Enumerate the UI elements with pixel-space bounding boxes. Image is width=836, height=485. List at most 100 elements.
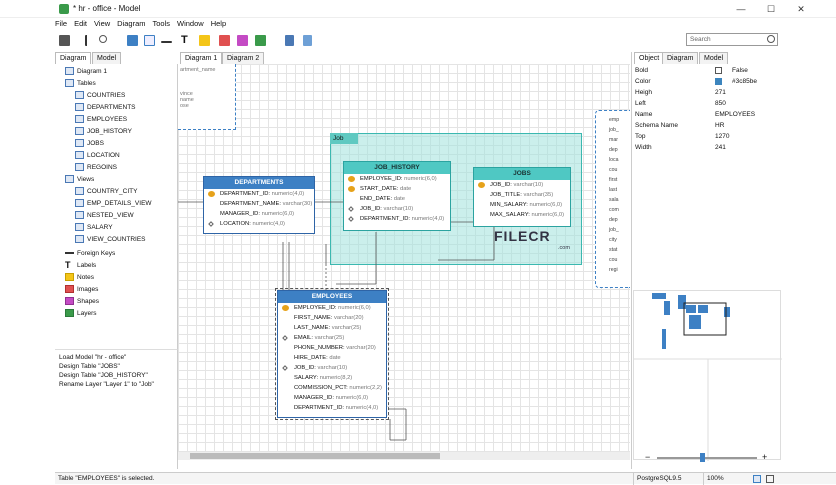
partial-entity[interactable]: artment_name vince name ose	[178, 64, 236, 130]
scrollbar-thumb[interactable]	[190, 453, 440, 459]
column-row[interactable]: JOB_ID: varchar(10)	[278, 363, 386, 373]
column-row[interactable]: EMAIL: varchar(25)	[278, 333, 386, 343]
menu-window[interactable]: Window	[177, 19, 204, 28]
tree-item-salary[interactable]: SALARY	[75, 222, 113, 233]
save-icon[interactable]	[59, 35, 70, 46]
tree-item-view-countries[interactable]: VIEW_COUNTRIES	[75, 234, 146, 245]
column-row[interactable]: MANAGER_ID: numeric(6,0)	[294, 395, 369, 401]
zoom-in-button[interactable]: +	[762, 452, 768, 462]
view-tool-icon[interactable]	[144, 35, 155, 46]
tree-item-job-history[interactable]: JOB_HISTORY	[75, 126, 132, 137]
diagram-canvas[interactable]: artment_name vince name ose Job FILECR .…	[178, 64, 630, 460]
menu-help[interactable]: Help	[210, 19, 227, 28]
tree-item-diagram-1[interactable]: Diagram 1	[65, 66, 107, 77]
column-row[interactable]: EMPLOYEE_ID: numeric(6,0)	[344, 174, 450, 184]
entity-employees[interactable]: EMPLOYEES EMPLOYEE_ID: numeric(6,0) FIRS…	[275, 288, 389, 420]
tree-item-notes[interactable]: Notes	[65, 272, 94, 283]
column-row[interactable]: JOB_ID: varchar(10)	[474, 180, 570, 190]
tab-object[interactable]: Object	[634, 52, 665, 64]
hand-icon[interactable]	[99, 35, 107, 43]
tab-diagram-left[interactable]: Diagram	[55, 52, 92, 64]
tree-item-jobs[interactable]: JOBS	[75, 138, 104, 149]
minimize-button[interactable]: —	[736, 4, 746, 14]
column-row[interactable]: DEPARTMENT_ID: numeric(4,0)	[344, 214, 450, 224]
tree-item-views[interactable]: Views	[65, 174, 94, 185]
pointer-icon[interactable]	[85, 35, 91, 46]
table-tool-icon[interactable]	[127, 35, 138, 46]
close-button[interactable]: ✕	[797, 4, 805, 14]
layer-tool-icon[interactable]	[255, 35, 266, 46]
horizontal-scrollbar[interactable]	[178, 452, 630, 460]
column-row[interactable]: START_DATE: date	[344, 184, 450, 194]
zoom-slider[interactable]	[657, 457, 757, 459]
tree-item-location[interactable]: LOCATION	[75, 150, 120, 161]
menu-tools[interactable]: Tools	[152, 19, 171, 28]
tree-item-tables[interactable]: Tables	[65, 78, 96, 89]
relation-tool-icon[interactable]	[161, 41, 172, 43]
split-view-icon[interactable]	[766, 475, 774, 483]
tree-item-layers[interactable]: Layers	[65, 308, 97, 319]
view-mode-icon[interactable]	[753, 475, 761, 483]
maximize-button[interactable]: ☐	[766, 4, 776, 14]
tab-model-right[interactable]: Model	[699, 52, 729, 64]
tab-diagram-1[interactable]: Diagram 1	[180, 52, 223, 64]
zoom-out-button[interactable]: −	[645, 452, 651, 462]
column-row[interactable]: JOB_TITLE: varchar(35)	[490, 192, 554, 198]
column-row[interactable]: EMPLOYEE_ID: numeric(6,0)	[278, 303, 386, 313]
tree-item-images[interactable]: Images	[65, 284, 98, 295]
tab-model-left[interactable]: Model	[92, 52, 122, 64]
column-row[interactable]: END_DATE: date	[360, 196, 406, 202]
column-row[interactable]: SALARY: numeric(8,2)	[294, 375, 353, 381]
column-row[interactable]: MIN_SALARY: numeric(6,0)	[490, 202, 563, 208]
tree-item-emp-details-view[interactable]: EMP_DETAILS_VIEW	[75, 198, 152, 209]
search-input[interactable]: Search	[686, 33, 778, 46]
column-row[interactable]: HIRE_DATE: date	[294, 355, 341, 361]
tree-item-countries[interactable]: COUNTRIES	[75, 90, 125, 101]
column-row[interactable]: PHONE_NUMBER: varchar(20)	[294, 345, 376, 351]
column-row[interactable]: COMMISSION_PCT: numeric(2,2)	[294, 385, 382, 391]
minimap[interactable]	[633, 290, 782, 461]
menu-diagram[interactable]: Diagram	[117, 19, 146, 28]
column-row[interactable]: LOCATION: numeric(4,0)	[204, 219, 314, 229]
column-row[interactable]: DEPARTMENT_ID: numeric(4,0)	[204, 189, 314, 199]
zoom-slider-thumb[interactable]	[700, 453, 705, 462]
shape-tool-icon[interactable]	[237, 35, 248, 46]
tree-item-shapes[interactable]: Shapes	[65, 296, 99, 307]
tree-item-regoins[interactable]: REGOINS	[75, 162, 117, 173]
note-tool-icon[interactable]	[199, 35, 210, 46]
checkbox[interactable]	[715, 67, 722, 74]
label-tool-icon[interactable]: T	[181, 34, 188, 46]
tree-item-employees[interactable]: EMPLOYEES	[75, 114, 127, 125]
entity-jobs[interactable]: JOBS JOB_ID: varchar(10) JOB_TITLE: varc…	[473, 167, 571, 227]
column-row[interactable]: MAX_SALARY: numeric(6,0)	[490, 212, 565, 218]
column-row[interactable]: DEPARTMENT_NAME: varchar(30)	[220, 201, 313, 207]
tree-item-departments[interactable]: DEPARTMENTS	[75, 102, 136, 113]
tree-item-foreign-keys[interactable]: Foreign Keys	[65, 248, 115, 259]
column-row[interactable]: LAST_NAME: varchar(25)	[294, 325, 362, 331]
image-tool-icon[interactable]	[219, 35, 230, 46]
column-row[interactable]: FIRST_NAME: varchar(20)	[294, 315, 364, 321]
column-row[interactable]: DEPARTMENT_ID: numeric(4,0)	[294, 405, 379, 411]
tab-diagram-2[interactable]: Diagram 2	[222, 52, 265, 64]
menu-edit[interactable]: Edit	[74, 19, 88, 28]
layer-label[interactable]: Job	[330, 133, 358, 144]
entity-departments[interactable]: DEPARTMENTS DEPARTMENT_ID: numeric(4,0) …	[203, 176, 315, 234]
prop-color[interactable]: Color#3c85be	[635, 78, 757, 85]
menu-view[interactable]: View	[94, 19, 111, 28]
distribute-icon[interactable]	[303, 35, 312, 46]
tab-diagram-right[interactable]: Diagram	[662, 52, 699, 64]
tree-item-nested-view[interactable]: NESTED_VIEW	[75, 210, 134, 221]
search-icon[interactable]	[767, 35, 775, 43]
partial-view[interactable]: emp job_ mar dep loca cou first last sal…	[595, 110, 630, 288]
color-swatch[interactable]	[715, 78, 722, 85]
align-icon[interactable]	[285, 35, 294, 46]
tree-item-country-city[interactable]: COUNTRY_CITY	[75, 186, 137, 197]
entity-job-history[interactable]: JOB_HISTORY EMPLOYEE_ID: numeric(6,0) ST…	[343, 161, 451, 231]
